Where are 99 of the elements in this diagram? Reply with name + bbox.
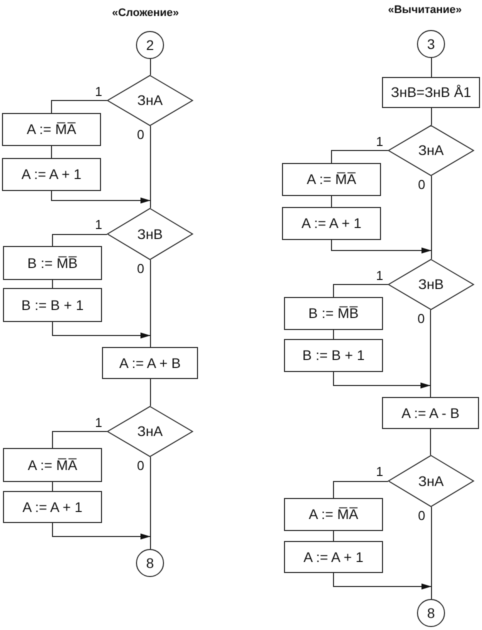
condition-text: ЗнВ bbox=[418, 276, 444, 293]
branch-label: 1 bbox=[376, 268, 384, 282]
branch-label: 0 bbox=[418, 312, 425, 326]
branch-label: 0 bbox=[418, 178, 426, 192]
flow-arrow bbox=[333, 572, 432, 590]
statement-text: A := A + 1 bbox=[304, 548, 364, 566]
connector-number: 3 bbox=[427, 36, 435, 52]
flow-line bbox=[51, 146, 52, 158]
condition-text: ЗнА bbox=[418, 142, 444, 159]
flow-line bbox=[331, 196, 332, 208]
flow-line bbox=[333, 330, 334, 340]
flow-line bbox=[52, 234, 108, 246]
branch-label: 0 bbox=[137, 128, 144, 142]
flow-line bbox=[331, 150, 388, 164]
process-box bbox=[282, 207, 381, 240]
flow-arrow bbox=[333, 372, 431, 388]
process-box bbox=[3, 246, 102, 280]
process-box bbox=[102, 347, 198, 379]
flow-line bbox=[150, 378, 151, 406]
process-box bbox=[284, 498, 383, 531]
connector-circle bbox=[417, 599, 445, 627]
branch-label: 1 bbox=[95, 84, 102, 98]
condition-text: ЗнА bbox=[137, 92, 163, 109]
flow-line bbox=[431, 586, 432, 600]
flow-arrow bbox=[52, 522, 151, 540]
condition-text: ЗнА bbox=[137, 423, 163, 440]
flow-arrow bbox=[52, 322, 151, 338]
branch-label: 1 bbox=[95, 218, 102, 232]
decision-diamond bbox=[388, 455, 474, 507]
process-box bbox=[382, 397, 479, 429]
process-box bbox=[284, 339, 383, 372]
statement-text: B := M̅B̅ bbox=[27, 254, 78, 272]
flow-line bbox=[333, 530, 334, 542]
flow-line bbox=[150, 536, 151, 550]
branch-label: 0 bbox=[137, 262, 144, 276]
process-box bbox=[3, 288, 102, 322]
connector-number: 8 bbox=[146, 554, 154, 572]
flow-line bbox=[430, 385, 431, 398]
flow-line bbox=[430, 428, 431, 456]
statement-text: B := B + 1 bbox=[21, 296, 84, 314]
statement-text: A := A - B bbox=[402, 404, 460, 422]
decision-diamond bbox=[388, 125, 474, 176]
connector-circle bbox=[136, 549, 164, 577]
flow-line bbox=[431, 176, 432, 251]
flow-line bbox=[431, 108, 432, 126]
flow-line bbox=[431, 506, 432, 587]
flowchart-heading: «Сложение» bbox=[112, 7, 179, 20]
statement-text: A := A + 1 bbox=[302, 215, 362, 232]
flow-line bbox=[431, 58, 432, 78]
flow-line bbox=[51, 100, 108, 114]
statement-text: A := M̅A̅ bbox=[26, 121, 76, 138]
flow-line bbox=[150, 126, 151, 201]
decision-diamond bbox=[107, 75, 193, 126]
statement-text: A := A + B bbox=[119, 354, 181, 372]
flow-arrow bbox=[51, 190, 151, 204]
condition-text: ЗнВ bbox=[137, 226, 163, 242]
branch-label: 1 bbox=[376, 465, 384, 479]
statement-text: A := A + 1 bbox=[22, 498, 82, 516]
branch-label: 0 bbox=[137, 459, 144, 473]
statement-text: ЗнВ=ЗнВ Å1 bbox=[390, 84, 472, 101]
decision-diamond bbox=[107, 208, 193, 260]
connector-number: 8 bbox=[427, 604, 435, 622]
connector-circle bbox=[136, 31, 164, 59]
process-box bbox=[2, 158, 101, 191]
flow-line bbox=[52, 431, 108, 448]
connector-number: 2 bbox=[146, 36, 154, 54]
process-box bbox=[382, 77, 480, 108]
statement-text: B := B + 1 bbox=[302, 347, 365, 364]
process-box bbox=[3, 448, 102, 482]
flow-line bbox=[150, 58, 151, 76]
flow-line bbox=[52, 280, 53, 288]
flow-arrow bbox=[331, 240, 432, 254]
statement-text: A := M̅A̅ bbox=[28, 456, 78, 474]
process-box bbox=[3, 491, 102, 523]
flowchart-heading: «Вычитание» bbox=[388, 4, 462, 17]
condition-text: ЗнА bbox=[418, 472, 444, 490]
decision-diamond bbox=[107, 406, 193, 457]
flow-line bbox=[150, 200, 151, 208]
flow-line bbox=[150, 456, 151, 537]
flow-line bbox=[333, 284, 388, 298]
statement-text: A := M̅A̅ bbox=[308, 506, 358, 523]
branch-label: 0 bbox=[418, 509, 426, 523]
process-box bbox=[2, 113, 101, 146]
flow-line bbox=[150, 260, 151, 336]
flow-line bbox=[52, 482, 53, 492]
statement-text: B := M̅B̅ bbox=[308, 305, 359, 322]
process-box bbox=[284, 297, 383, 330]
process-box bbox=[284, 541, 383, 573]
branch-label: 1 bbox=[376, 134, 384, 148]
statement-text: A := A + 1 bbox=[22, 166, 82, 183]
decision-diamond bbox=[388, 259, 474, 310]
branch-label: 1 bbox=[95, 416, 102, 430]
statement-text: A := M̅A̅ bbox=[306, 171, 356, 188]
flow-line bbox=[430, 310, 431, 386]
flow-line bbox=[150, 335, 151, 348]
process-box bbox=[282, 163, 381, 196]
flow-line bbox=[431, 250, 432, 260]
connector-circle bbox=[417, 30, 445, 58]
flow-line bbox=[333, 481, 388, 498]
